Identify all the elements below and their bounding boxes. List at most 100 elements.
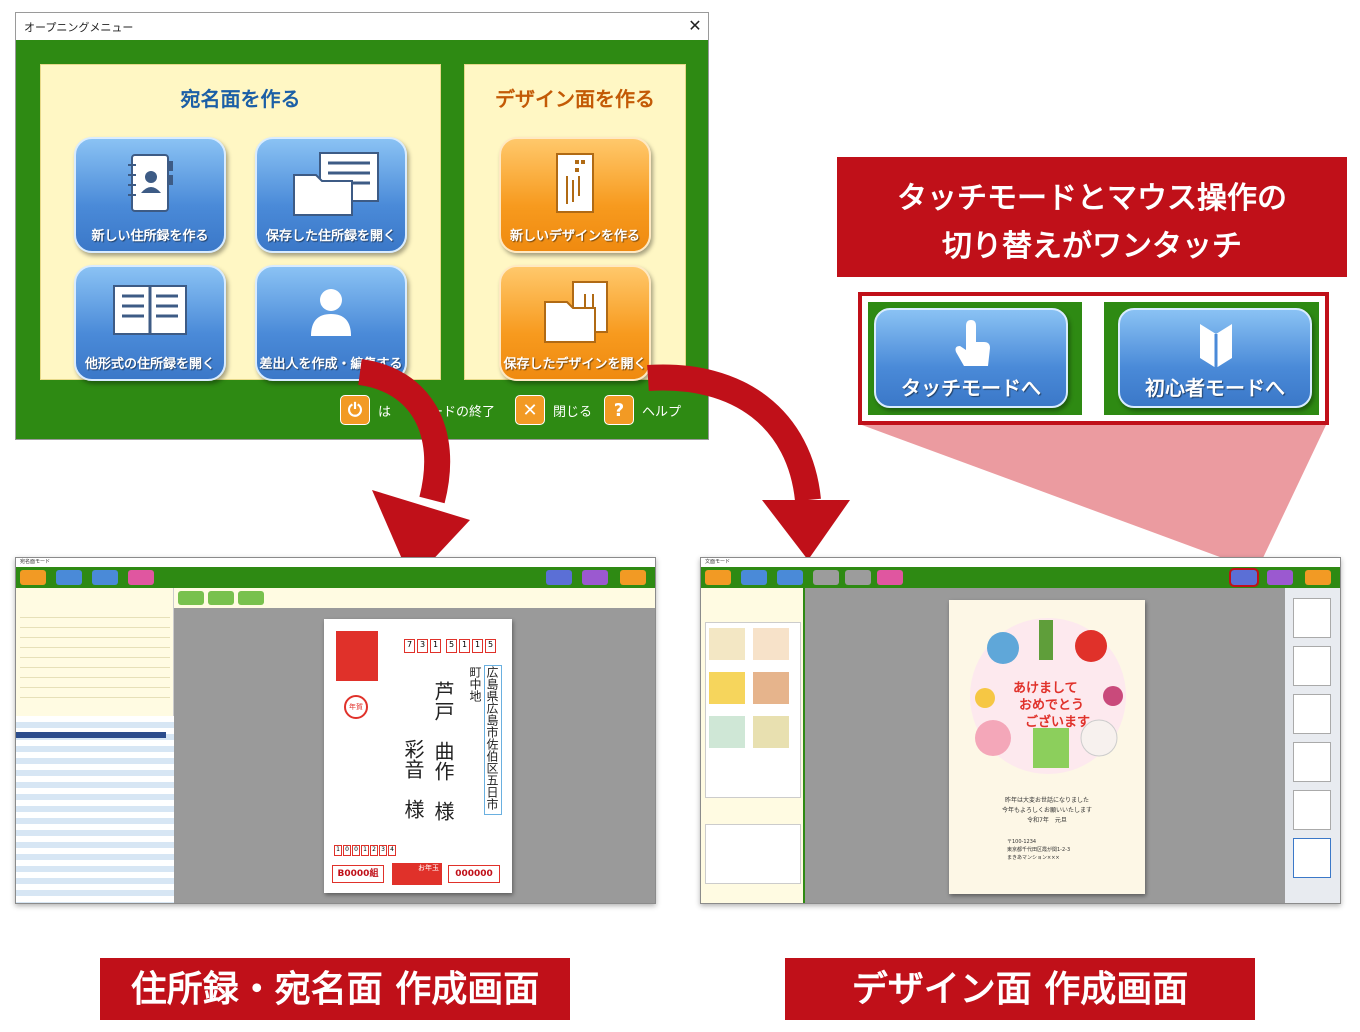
design-panel-heading: デザイン面を作る [495,87,655,111]
person-icon [257,277,405,347]
mode-switch-strip: タッチモードへ 初心者モードへ [858,292,1329,425]
greeting-message: 昨年は大変お世話になりました 今年もよろしくお願いいたします 令和7年 元旦 [1001,797,1092,824]
address-list-table[interactable] [16,716,174,903]
illustration-thumb-5[interactable] [709,716,745,748]
toolbar-redo-button[interactable] [845,570,871,585]
callout-banner: タッチモードとマウス操作の 切り替えがワンタッチ [837,157,1347,277]
toolbar-save-button[interactable] [777,570,803,585]
toolbar-open-button[interactable] [741,570,767,585]
close-menu-button[interactable]: ✕ 閉じる [515,394,592,426]
beginner-mode-label: 初心者モードへ [1145,376,1285,400]
postcard-icon [501,149,649,219]
toolbar-next-button[interactable] [1305,570,1331,585]
address-screen-toolbar [16,567,655,588]
lottery-group-number: B0000組 [332,865,384,883]
page-thumb-1[interactable] [1293,598,1331,638]
design-screen-toolbar [701,567,1340,588]
recipient-name-text: 芦戸 曲作 様 [431,681,455,821]
new-year-stamp-mark: 年賀 [344,695,368,719]
recipient-address-text: 広島県広島市佐伯区五日市町中地 [468,665,502,815]
toolbar-save-button[interactable] [92,570,118,585]
illustration-thumb-2[interactable] [753,628,789,660]
font-button[interactable] [208,591,234,605]
window-close-button[interactable]: ✕ [688,16,702,35]
illustration-thumb-4[interactable] [753,672,789,704]
address-form-panel [16,588,174,903]
illustration-panel [701,588,805,903]
design-edit-screen: 文面モード [700,557,1341,904]
toolbar-touch-mode-button[interactable] [546,570,572,585]
otoshidama-label: お年玉 [392,863,442,885]
address-screen-caption: 住所録・宛名面 作成画面 [100,958,570,1020]
toolbar-beginner-mode-button[interactable] [582,570,608,585]
new-year-illustration [970,618,1126,774]
callout-line-2: 切り替えがワンタッチ [942,229,1242,264]
toolbar-undo-button[interactable] [813,570,839,585]
beginner-mode-button[interactable]: 初心者モードへ [1118,308,1312,408]
page-thumb-4[interactable] [1293,742,1331,782]
import-address-book-label: 他形式の住所録を開く [84,357,215,372]
import-address-book-icon [76,277,224,347]
close-x-icon: ✕ [515,395,545,425]
design-panel: デザイン面を作る 新しいデザインを作る 保存したデザインを開く [464,64,686,381]
sender-block: 〒100-1234 東京都千代田区霞が関1-2-3 まきあマンション××× [1007,839,1071,861]
lottery-number: 000000 [448,865,500,883]
help-button[interactable]: ? ヘルプ [604,394,681,426]
recipient-name-2-text: 彩音 様 [401,739,425,819]
toolbar-home-button[interactable] [705,570,731,585]
illustration-thumb-3[interactable] [709,672,745,704]
address-sub-toolbar [174,588,655,608]
new-address-book-label: 新しい住所録を作る [91,229,209,244]
new-address-book-button[interactable]: 新しい住所録を作る [74,137,226,253]
toolbar-home-button[interactable] [20,570,46,585]
power-icon: ⏻ [340,395,370,425]
text-edit-area[interactable] [705,824,801,884]
toolbar-print-button[interactable] [128,570,154,585]
vertical-layout-button[interactable] [178,591,204,605]
touch-mode-label: タッチモードへ [901,376,1041,400]
touch-mode-button[interactable]: タッチモードへ [874,308,1068,408]
close-menu-label: 閉じる [553,404,593,420]
callout-line-1: タッチモードとマウス操作の [897,181,1287,216]
page-thumb-6[interactable] [1293,838,1331,878]
toolbar-touch-mode-button[interactable] [1229,568,1259,587]
import-address-book-button[interactable]: 他形式の住所録を開く [74,265,226,381]
mode-divider [1082,302,1104,415]
layout-button[interactable] [238,591,264,605]
toolbar-next-button[interactable] [620,570,646,585]
toolbar-open-button[interactable] [56,570,82,585]
design-postcard-preview: あけまして おめでとう ございます 昨年は大変お世話になりました 今年もよろしく… [949,600,1145,894]
postal-code-boxes: 7 3 1 5 1 1 5 [404,639,496,653]
greeting-text: あけまして おめでとう ございます [1013,681,1091,730]
page-thumb-3[interactable] [1293,694,1331,734]
design-screen-titlebar: 文面モード [701,558,1340,567]
page-thumb-5[interactable] [1293,790,1331,830]
page-thumb-2[interactable] [1293,646,1331,686]
help-label: ヘルプ [642,404,682,420]
open-saved-design-label: 保存したデザインを開く [503,357,647,372]
folder-address-book-icon [257,149,405,219]
new-design-label: 新しいデザインを作る [509,229,640,244]
toolbar-beginner-mode-button[interactable] [1267,570,1293,585]
address-input-fields[interactable] [20,608,170,704]
open-saved-address-book-button[interactable]: 保存した住所録を開く [255,137,407,253]
illustration-thumb-1[interactable] [709,628,745,660]
beginner-mark-icon [1196,318,1236,374]
toolbar-print-button[interactable] [877,570,903,585]
menu-window-title: オープニングメニュー [24,21,134,34]
address-panel: 宛名面を作る 新しい住所録を作る 保存した住所録を開く 他形式の住所録を開く [40,64,441,381]
new-design-button[interactable]: 新しいデザインを作る [499,137,651,253]
touch-hand-icon [952,316,992,374]
illustration-thumb-6[interactable] [753,716,789,748]
open-saved-design-button[interactable]: 保存したデザインを開く [499,265,651,381]
sender-postal-boxes: 1 0 0 1 2 3 4 [334,845,396,856]
design-screen-caption: デザイン面 作成画面 [785,958,1255,1020]
address-list-selected-row[interactable] [16,732,166,738]
address-postcard-preview: 年賀 7 3 1 5 1 1 5 広島県広島市佐伯区五日市町中地 芦戸 曲作 様… [324,619,512,893]
edit-sender-button[interactable]: 差出人を作成・編集する [255,265,407,381]
folder-postcard-icon [501,277,649,347]
open-saved-address-book-label: 保存した住所録を開く [265,229,396,244]
page-thumbnails-panel [1285,588,1340,903]
menu-titlebar: オープニングメニュー ✕ [16,13,708,40]
